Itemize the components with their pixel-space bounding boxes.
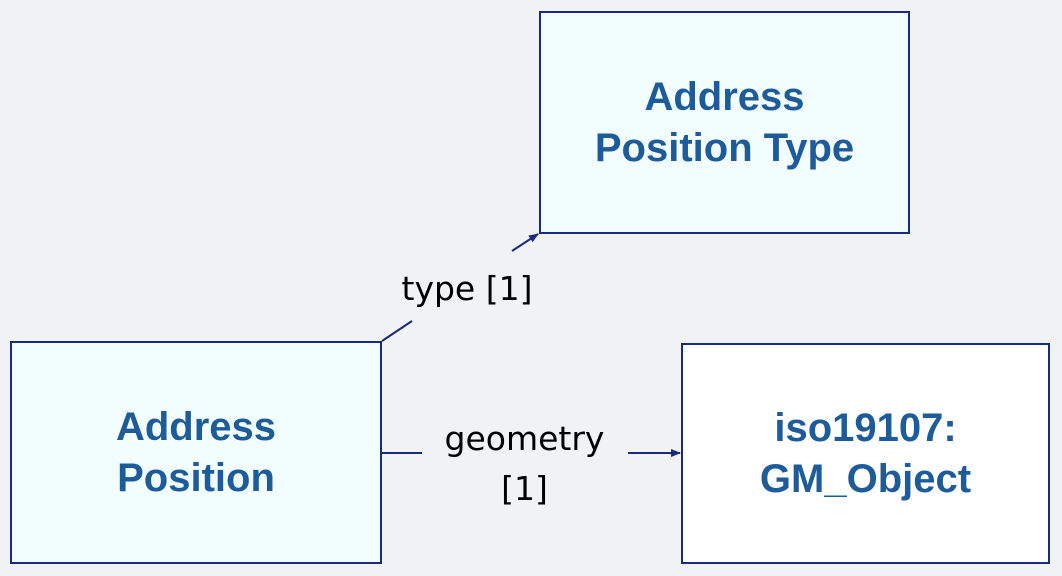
address-position-type-class-box: Address Position Type	[539, 11, 910, 234]
geometry-edge-label-line-2: [1]	[501, 469, 548, 508]
address-position-type-line-1: Address	[644, 74, 805, 119]
address-position-type-line-2: Position Type	[594, 125, 855, 170]
type-edge-label-text: type [1]	[401, 269, 533, 308]
type-connector-upper-arrow	[511, 233, 539, 252]
type-edge-label: type [1]	[392, 264, 542, 314]
address-position-line-1: Address	[115, 404, 277, 449]
geometry-edge-label: geometry [1]	[422, 414, 627, 514]
type-connector-lower	[381, 320, 413, 342]
geometry-edge-label-line-1: geometry	[444, 419, 605, 458]
gm-object-line-2: GM_Object	[759, 456, 972, 501]
gm-object-line-1: iso19107:	[774, 405, 957, 450]
address-position-class-box: Address Position	[10, 341, 382, 564]
address-position-line-2: Position	[117, 455, 275, 500]
gm-object-class-box: iso19107: GM_Object	[681, 343, 1050, 564]
